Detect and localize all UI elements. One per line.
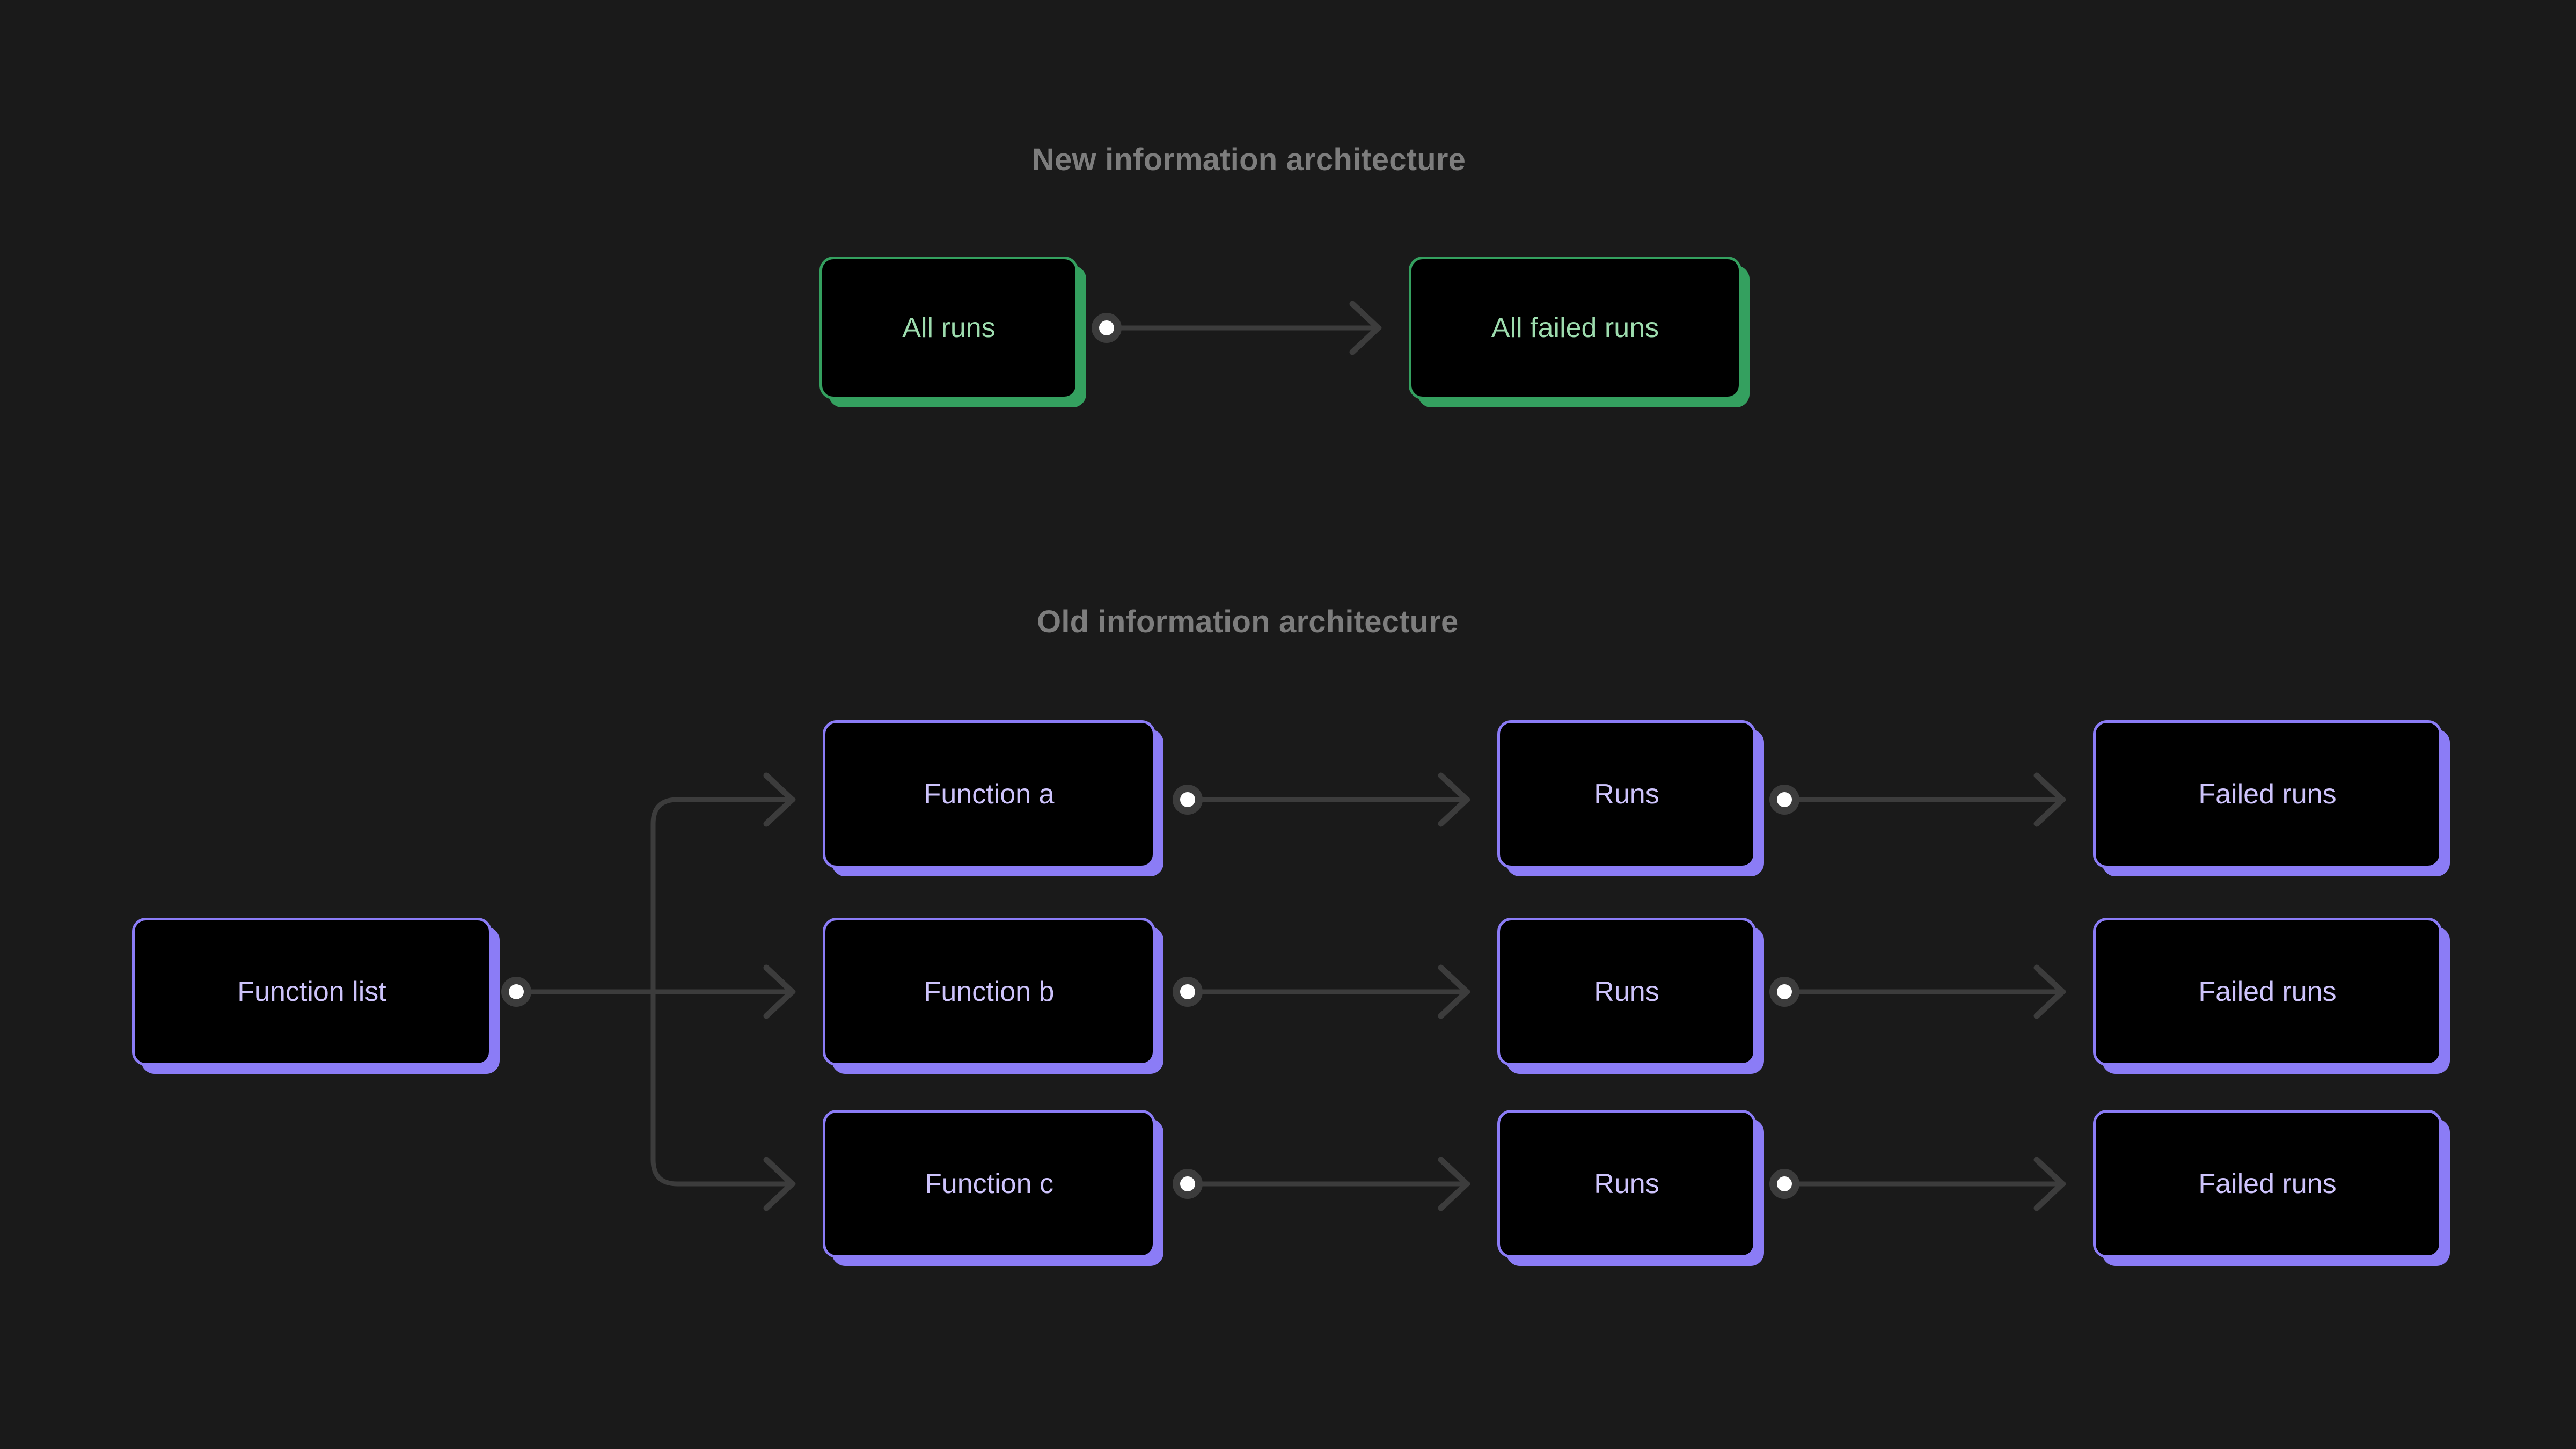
connector-runs-c-to-failed-runs-c [1769, 1157, 2066, 1211]
connector-function-c-to-runs-c [1173, 1157, 1470, 1211]
node-runs-c[interactable]: Runs [1497, 1110, 1756, 1258]
node-runs-b[interactable]: Runs [1497, 918, 1756, 1066]
connector-all-runs-to-all-failed-runs [1092, 301, 1382, 355]
connector-function-b-to-runs-b [1173, 964, 1470, 1019]
connector-function-list-branch [501, 772, 796, 1211]
connector-function-a-to-runs-a [1173, 772, 1470, 827]
node-all-failed-runs[interactable]: All failed runs [1409, 257, 1741, 399]
node-failed-runs-a[interactable]: Failed runs [2093, 720, 2442, 868]
node-failed-runs-c[interactable]: Failed runs [2093, 1110, 2442, 1258]
node-all-runs[interactable]: All runs [819, 257, 1078, 399]
node-function-b[interactable]: Function b [823, 918, 1155, 1066]
connector-runs-a-to-failed-runs-a [1769, 772, 2066, 827]
node-function-a[interactable]: Function a [823, 720, 1155, 868]
connector-runs-b-to-failed-runs-b [1769, 964, 2066, 1019]
section-title-old: Old information architecture [1037, 604, 1459, 639]
node-runs-a[interactable]: Runs [1497, 720, 1756, 868]
section-title-new: New information architecture [1032, 142, 1466, 177]
node-function-list[interactable]: Function list [132, 918, 492, 1066]
node-failed-runs-b[interactable]: Failed runs [2093, 918, 2442, 1066]
node-function-c[interactable]: Function c [823, 1110, 1155, 1258]
